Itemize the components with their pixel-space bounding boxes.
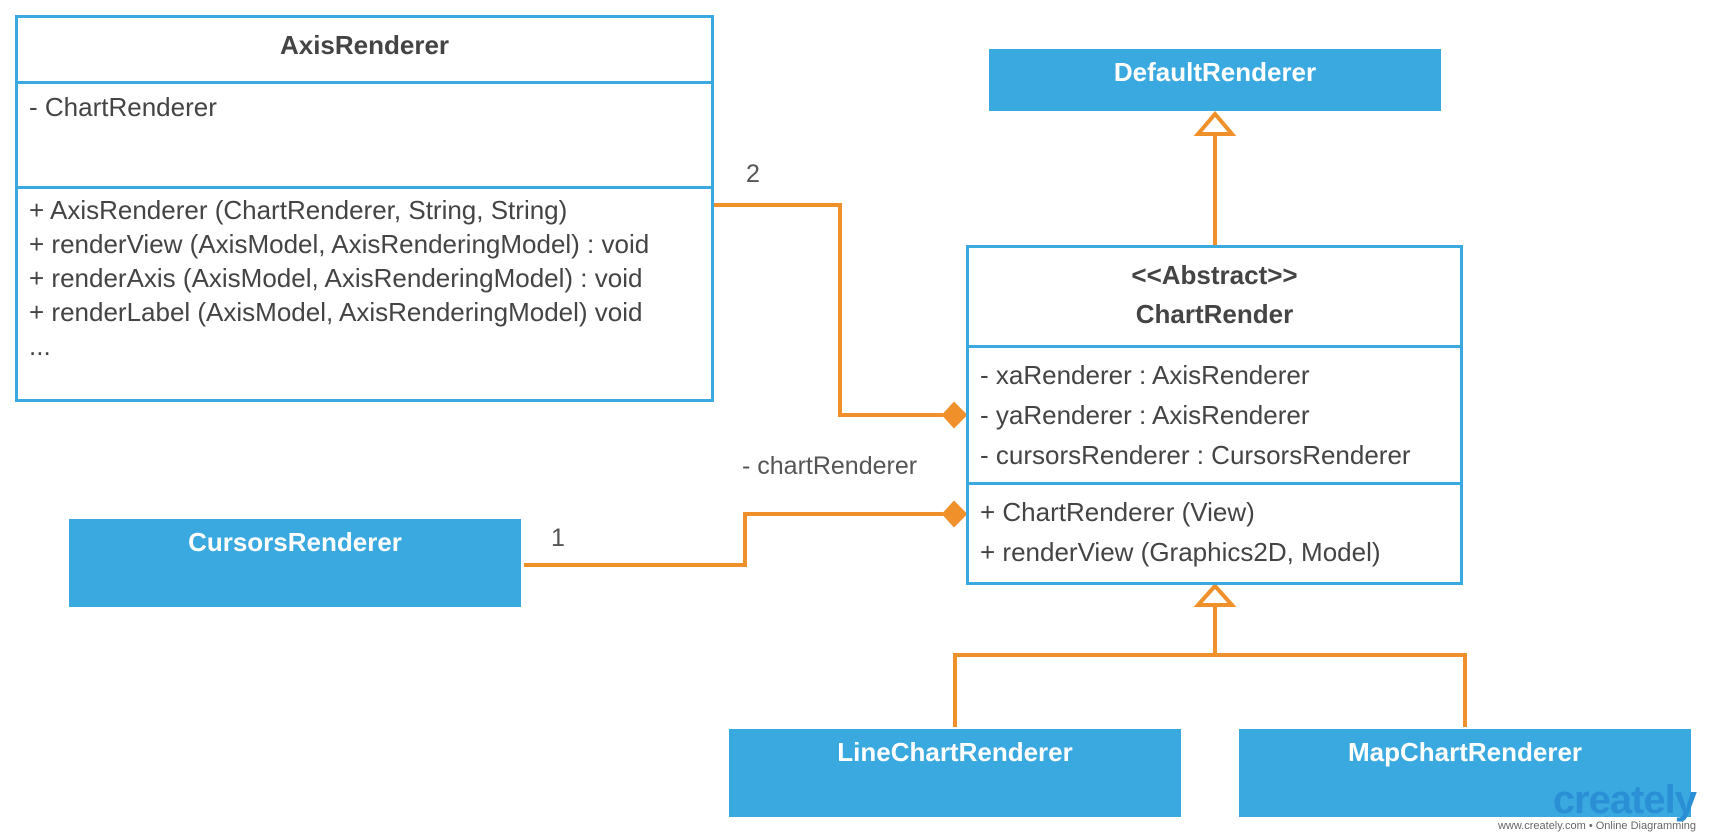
class-cursors-renderer[interactable]: CursorsRenderer bbox=[69, 519, 521, 607]
method: + ChartRenderer (View) bbox=[980, 497, 1255, 527]
attributes-section: - xaRenderer : AxisRenderer - yaRenderer… bbox=[969, 345, 1460, 482]
method: + renderLabel (AxisModel, AxisRenderingM… bbox=[29, 297, 643, 327]
composition-line-cursorsrenderer bbox=[524, 512, 943, 567]
method: + renderView (AxisModel, AxisRenderingMo… bbox=[29, 229, 650, 259]
class-chart-render[interactable]: <<Abstract>> ChartRender - xaRenderer : … bbox=[966, 245, 1463, 585]
methods-section: + AxisRenderer (ChartRenderer, String, S… bbox=[18, 186, 711, 363]
creately-logo: creately www.creately.com • Online Diagr… bbox=[1497, 778, 1697, 832]
generalization-line-subclasses bbox=[953, 653, 1467, 727]
generalization-arrowhead-defaultrenderer bbox=[1193, 110, 1237, 136]
class-map-chart-renderer[interactable]: MapChartRenderer bbox=[1239, 729, 1691, 817]
method: + renderView (Graphics2D, Model) bbox=[980, 537, 1381, 567]
multiplicity-label-axis: 2 bbox=[746, 160, 760, 188]
role-label-chartrenderer: - chartRenderer bbox=[742, 452, 918, 480]
class-name-section: <<Abstract>> ChartRender bbox=[969, 248, 1460, 345]
attribute: - ChartRenderer bbox=[29, 92, 217, 122]
attribute: - cursorsRenderer : CursorsRenderer bbox=[980, 440, 1411, 470]
method: + renderAxis (AxisModel, AxisRenderingMo… bbox=[29, 263, 643, 293]
class-name: ChartRender bbox=[1135, 299, 1294, 329]
logo-wordmark: creately bbox=[1552, 778, 1697, 822]
attribute: - yaRenderer : AxisRenderer bbox=[980, 400, 1310, 430]
class-name: CursorsRenderer bbox=[188, 527, 402, 557]
composition-diamond-cursorsrenderer bbox=[941, 500, 968, 528]
attributes-section: - ChartRenderer bbox=[18, 81, 711, 186]
method: + AxisRenderer (ChartRenderer, String, S… bbox=[29, 195, 568, 225]
class-default-renderer[interactable]: DefaultRenderer bbox=[989, 49, 1441, 111]
methods-section: + ChartRenderer (View) + renderView (Gra… bbox=[969, 482, 1460, 572]
generalization-arrowhead-chartrender bbox=[1193, 583, 1237, 607]
class-name: DefaultRenderer bbox=[1113, 57, 1317, 87]
class-name: LineChartRenderer bbox=[837, 737, 1073, 767]
composition-diamond-axisrenderer bbox=[941, 401, 968, 429]
stereotype: <<Abstract>> bbox=[1131, 260, 1298, 290]
multiplicity-label-cursors: 1 bbox=[551, 524, 565, 552]
class-name-section: AxisRenderer bbox=[18, 18, 711, 81]
attribute: - xaRenderer : AxisRenderer bbox=[980, 360, 1310, 390]
class-name: MapChartRenderer bbox=[1347, 737, 1583, 767]
logo-tagline: www.creately.com • Online Diagramming bbox=[1497, 820, 1696, 832]
class-name: AxisRenderer bbox=[279, 30, 450, 60]
composition-line-axisrenderer bbox=[713, 203, 943, 417]
method-ellipsis: ... bbox=[29, 331, 51, 361]
class-line-chart-renderer[interactable]: LineChartRenderer bbox=[729, 729, 1181, 817]
class-axis-renderer[interactable]: AxisRenderer - ChartRenderer + AxisRende… bbox=[15, 15, 714, 402]
